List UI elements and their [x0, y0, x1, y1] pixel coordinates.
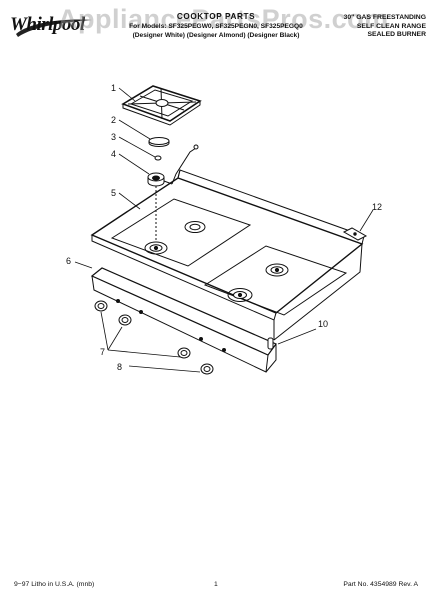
knob-1	[94, 300, 108, 312]
callout-12: 12	[372, 202, 382, 212]
callout-1: 1	[111, 83, 116, 93]
callout-10: 10	[318, 319, 328, 329]
range-type-line3: SEALED BURNER	[367, 31, 426, 39]
callout-5: 5	[111, 188, 116, 198]
knob-4	[200, 363, 214, 375]
callout-2: 2	[111, 115, 116, 125]
callout-8: 8	[117, 362, 122, 372]
callout-7: 7	[100, 347, 105, 357]
burner-cap	[148, 137, 170, 147]
bracket-part-12	[342, 227, 368, 241]
knob-2	[118, 314, 132, 326]
burner-base	[147, 144, 199, 240]
callout-3: 3	[111, 132, 116, 142]
manifold-panel	[90, 267, 277, 373]
parts-title: COOKTOP PARTS	[176, 12, 256, 21]
range-type-line2: SELF CLEAN RANGE	[356, 22, 426, 30]
callout-6: 6	[66, 256, 71, 266]
colors-line: (Designer White) (Designer Almond) (Desi…	[132, 32, 300, 40]
cooktop-panel	[90, 169, 365, 341]
logo-swoosh	[16, 19, 92, 37]
footer-page-number: 1	[214, 581, 218, 588]
footer-litho: 9−97 Litho in U.S.A. (mnb)	[14, 581, 95, 588]
leader-lines	[74, 87, 374, 373]
knob-3	[177, 347, 191, 359]
burner-head	[154, 155, 162, 161]
brand-name: Whirlpool	[10, 14, 85, 35]
clip-part-10	[267, 337, 274, 350]
header-right: 30" GAS FREESTANDING SELF CLEAN RANGE SE…	[336, 14, 426, 40]
footer-part-number: Part No. 4354989 Rev. A	[343, 581, 418, 588]
whirlpool-logo	[16, 19, 92, 37]
header-center: COOKTOP PARTS For Models: SF325PEGW0, SF…	[100, 12, 332, 41]
callout-4: 4	[111, 149, 116, 159]
burner-grate	[121, 85, 202, 126]
watermark-text: AppliancePartsPros.com	[58, 4, 389, 34]
models-line: For Models: SF325PEGW0, SF325PEGN0, SF32…	[129, 22, 303, 30]
range-type-line1: 30" GAS FREESTANDING	[343, 14, 426, 21]
